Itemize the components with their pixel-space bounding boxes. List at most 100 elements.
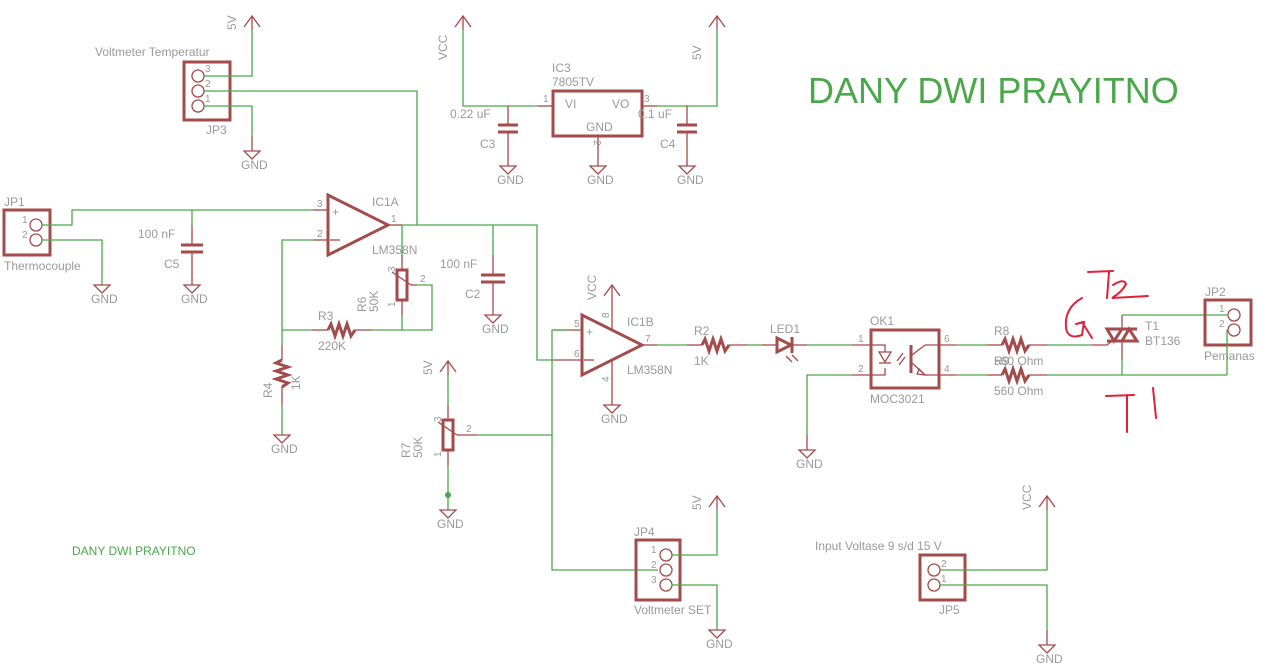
wire [204, 90, 418, 225]
t1-body [1104, 327, 1125, 344]
gnd-jp1: GND [91, 284, 118, 306]
ic3-gnd-label: GND [586, 120, 613, 134]
r4-body [271, 358, 293, 389]
jp4-connector[interactable]: JP4 1 2 3 Voltmeter SET [634, 525, 712, 617]
wire [42, 239, 103, 285]
jp2-connector[interactable]: JP2 1 2 Pemanas [1203, 285, 1255, 363]
ground-icon [483, 314, 503, 324]
annotation-t1 [1105, 387, 1157, 433]
r2-name-label: R2 [694, 324, 710, 338]
jp1-pin-label-2: 2 [22, 230, 28, 241]
wire [657, 30, 718, 107]
jp1-pin-label-1: 1 [22, 215, 28, 226]
r4-resistor[interactable]: R4 1K [261, 345, 303, 405]
r3-resistor[interactable]: R3 220K [312, 309, 372, 353]
led1[interactable]: LED1 [762, 322, 807, 363]
r9-resistor[interactable]: R9 560 Ohm [987, 354, 1047, 398]
c4-capacitor[interactable]: 0.1 uF C4 [638, 106, 697, 166]
gnd-jp5: GND [1036, 630, 1063, 666]
gnd-c4: GND [677, 165, 704, 187]
ic1b-plus: + [586, 325, 593, 339]
jp3-pin-3 [191, 69, 205, 83]
gnd-label: GND [91, 292, 118, 306]
gnd-c5: GND [181, 284, 208, 306]
jp5-pin-1 [927, 578, 941, 592]
ic1a-pin-out: 1 [391, 214, 397, 225]
ground-icon [1037, 644, 1057, 654]
r8-body [1000, 334, 1031, 356]
r8-value-label: 560 Ohm [994, 354, 1043, 368]
r7-value-label: 50K [411, 437, 425, 458]
jp5-pin-label-2: 2 [941, 559, 947, 570]
jp1-connector[interactable]: JP1 1 2 Thermocouple [2, 195, 81, 273]
r3-value-label: 220K [318, 339, 346, 353]
r8-resistor[interactable]: R8 560 Ohm [987, 324, 1047, 368]
ic1a-pin-minus: 2 [317, 229, 323, 240]
jp5-connector[interactable]: Input Voltase 9 s/d 15 V 2 1 JP5 [815, 539, 967, 617]
jp3-value-label: Voltmeter Temperatur [95, 45, 210, 59]
t1-value-label: BT136 [1145, 334, 1181, 348]
ic1a-opamp[interactable]: + 3 2 1 IC1A LM358N [317, 192, 417, 258]
r6-trimpot[interactable]: 3 2 1 R6 50K [355, 255, 426, 315]
wire [462, 30, 538, 107]
wire [672, 584, 718, 630]
r6-pin-2: 2 [420, 274, 426, 285]
ic1b-pin-minus: 6 [574, 349, 580, 360]
ground-icon [797, 449, 817, 459]
ic1b-pin-vcc: 8 [601, 312, 612, 318]
supply-vcc-label: VCC [436, 34, 450, 60]
r4-value-label: 1K [289, 375, 303, 390]
c2-capacitor[interactable]: 100 nF C2 [440, 255, 505, 315]
ic3-regulator[interactable]: IC3 7805TV VI VO GND 1 3 2 [543, 61, 650, 146]
jp4-pin-1 [659, 548, 673, 562]
supply-vcc-jp5: VCC [1020, 484, 1056, 510]
t1-triac[interactable]: T1 BT136 [1092, 315, 1181, 360]
wire [672, 510, 718, 556]
ic1b-name-label: IC1B [627, 315, 654, 329]
title-large: DANY DWI PRAYITNO [808, 70, 1179, 111]
c4-value-label: 0.1 uF [638, 107, 672, 121]
ic1a-pin-plus: 3 [317, 199, 323, 210]
gnd-label: GND [482, 322, 509, 336]
r7-trimpot[interactable]: 3 2 1 R7 50K [399, 405, 477, 465]
jp2-name-label: JP2 [1205, 285, 1226, 299]
ic1b-pin-out: 7 [645, 334, 651, 345]
ic3-pin-gnd: 2 [591, 140, 602, 146]
ic1b-opamp[interactable]: + 5 6 7 8 4 IC1B LM358N [574, 312, 672, 382]
wire [204, 30, 253, 77]
jp1-pin-2 [29, 233, 43, 247]
jp4-pin-label-2: 2 [651, 560, 657, 571]
title-small: DANY DWI PRAYITNO [72, 544, 196, 558]
jp2-pin-1 [1227, 308, 1241, 322]
gnd-label: GND [796, 457, 823, 471]
gnd-label: GND [706, 637, 733, 651]
gnd-label: GND [497, 173, 524, 187]
r9-body [1000, 364, 1031, 386]
jp5-body [918, 553, 967, 602]
supply-arrow-icon [603, 283, 621, 297]
r3-name-label: R3 [318, 309, 334, 323]
gnd-ok1: GND [796, 435, 823, 471]
annotation-g [1064, 297, 1093, 339]
c4-name-label: C4 [660, 137, 676, 151]
c5-capacitor[interactable]: 100 nF C5 [138, 210, 203, 285]
c3-capacitor[interactable]: 0.22 uF C3 [450, 106, 518, 166]
ic3-pin-out: 3 [644, 94, 650, 105]
jp1-pin-1 [29, 218, 43, 232]
r7-body [441, 418, 455, 452]
c3-name-label: C3 [480, 137, 496, 151]
r6-value-label: 50K [367, 291, 381, 312]
ok1-pin-1: 1 [858, 334, 864, 345]
gnd-r4: GND [271, 434, 298, 456]
ic1b-value-label: LM358N [627, 363, 672, 377]
ic1a-value-label: LM358N [372, 243, 417, 257]
ic3-vo-label: VO [612, 97, 629, 111]
jp4-value-label: Voltmeter SET [634, 603, 712, 617]
c2-value-label: 100 nF [440, 257, 477, 271]
ic1a-name-label: IC1A [372, 195, 399, 209]
r2-value-label: 1K [694, 354, 709, 368]
r2-resistor[interactable]: R2 1K [687, 324, 747, 368]
ok1-optocoupler[interactable]: OK1 MOC3021 1 2 6 4 [858, 314, 950, 406]
ic3-value-label: 7805TV [552, 75, 594, 89]
